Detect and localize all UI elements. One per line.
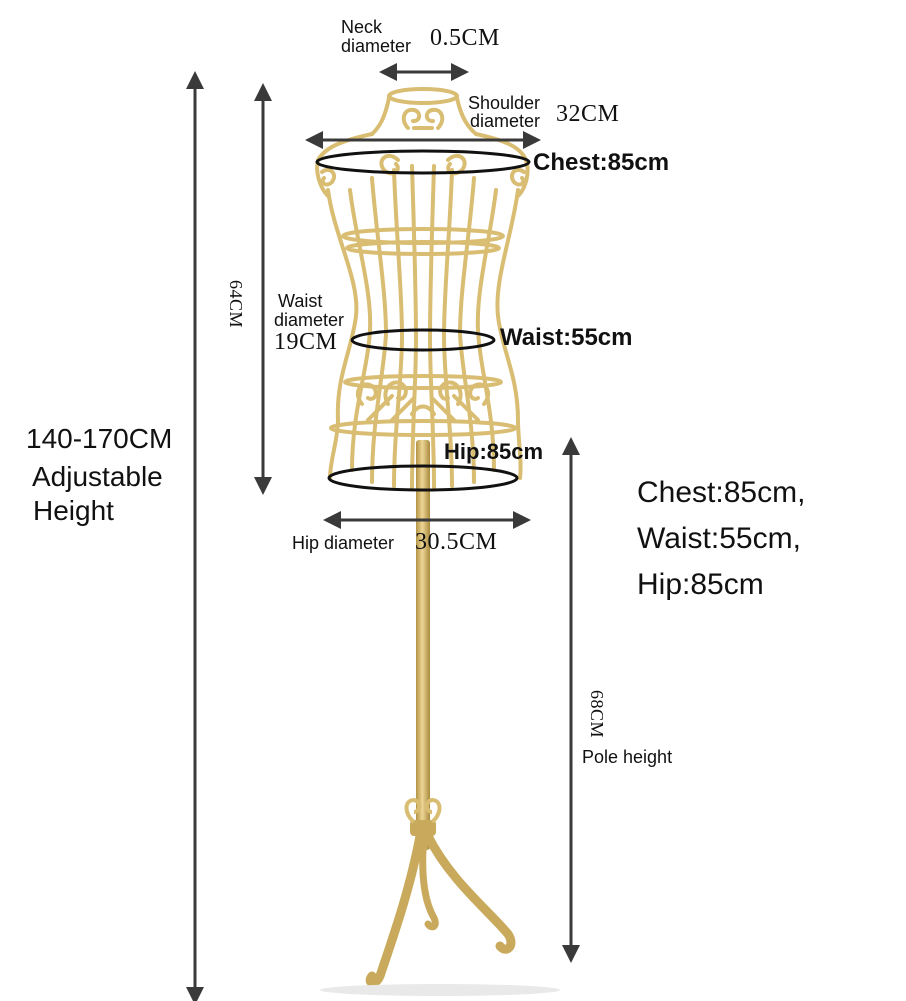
waist-subtitle: diameter — [274, 310, 345, 330]
hip-ring — [327, 464, 519, 492]
shoulder-subtitle: diameter — [470, 111, 541, 131]
waist-value: 19CM — [274, 329, 338, 355]
shoulder-value: 32CM — [556, 101, 620, 127]
dimension-arrows — [186, 63, 580, 1001]
mannequin-stand — [320, 440, 560, 996]
waist-ring-label: Waist:55cm — [500, 324, 633, 351]
summary-hip: Hip:85cm — [637, 568, 764, 601]
height-label: Height — [33, 495, 114, 526]
waist-ring — [350, 328, 496, 352]
pole-height-value: 68CM — [587, 690, 607, 739]
torso-height-value: 64CM — [226, 280, 246, 329]
hip-diameter-label: Hip diameter — [292, 533, 395, 553]
chest-ring-label: Chest:85cm — [533, 149, 670, 176]
waist-title: Waist — [278, 291, 323, 311]
measurement-summary: Chest:85cm, Waist:55cm, Hip:85cm — [637, 470, 805, 608]
total-height-value: 140-170CM — [26, 423, 173, 454]
hip-diameter-value: 30.5CM — [415, 529, 498, 555]
mannequin-frame — [315, 87, 530, 490]
adjustable-label: Adjustable — [32, 461, 163, 492]
shoulder-title: Shoulder — [468, 93, 541, 113]
hip-ring-label: Hip:85cm — [444, 439, 544, 464]
measurement-rings — [315, 149, 531, 492]
neck-subtitle: diameter — [341, 36, 412, 56]
chest-ring — [315, 149, 531, 175]
pole-height-label: Pole height — [582, 747, 673, 767]
summary-chest: Chest:85cm, — [637, 476, 806, 509]
neck-title: Neck — [341, 17, 383, 37]
neck-value: 0.5CM — [430, 25, 500, 51]
summary-waist: Waist:55cm, — [637, 522, 801, 555]
